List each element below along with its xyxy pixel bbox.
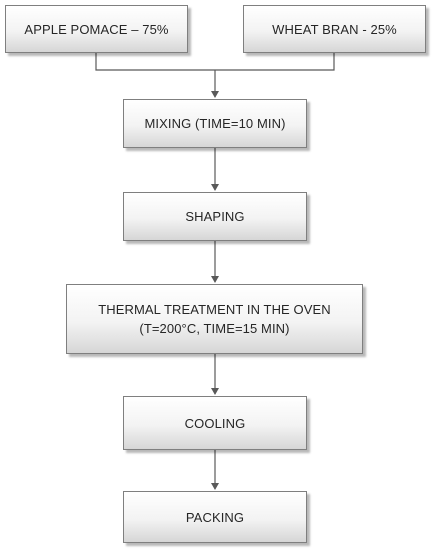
- connector-apple-pomace: [95, 53, 215, 71]
- node-mixing-label: MIXING (TIME=10 MIN): [144, 116, 286, 131]
- node-thermal-treatment: THERMAL TREATMENT IN THE OVEN (T=200°C, …: [66, 284, 363, 354]
- node-packing-label: PACKING: [185, 509, 245, 525]
- node-thermal-treatment-line1: THERMAL TREATMENT IN THE OVEN: [98, 302, 331, 317]
- node-cooling-label: COOLING: [184, 415, 246, 431]
- connector-wheat-bran: [215, 53, 335, 71]
- node-wheat-bran: WHEAT BRAN - 25%: [243, 5, 426, 53]
- node-apple-pomace-label: APPLE POMACE – 75%: [24, 21, 169, 37]
- node-mixing: MIXING (TIME=10 MIN): [123, 99, 307, 148]
- node-thermal-treatment-line2: (T=200°C, TIME=15 MIN): [139, 321, 290, 336]
- node-packing: PACKING: [123, 491, 307, 543]
- node-apple-pomace: APPLE POMACE – 75%: [5, 5, 188, 53]
- node-thermal-treatment-label: THERMAL TREATMENT IN THE OVEN (T=200°C, …: [98, 300, 331, 338]
- node-shaping-label: SHAPING: [185, 209, 245, 224]
- node-shaping: SHAPING: [123, 192, 307, 241]
- node-cooling: COOLING: [123, 396, 307, 450]
- node-wheat-bran-label: WHEAT BRAN - 25%: [272, 21, 397, 37]
